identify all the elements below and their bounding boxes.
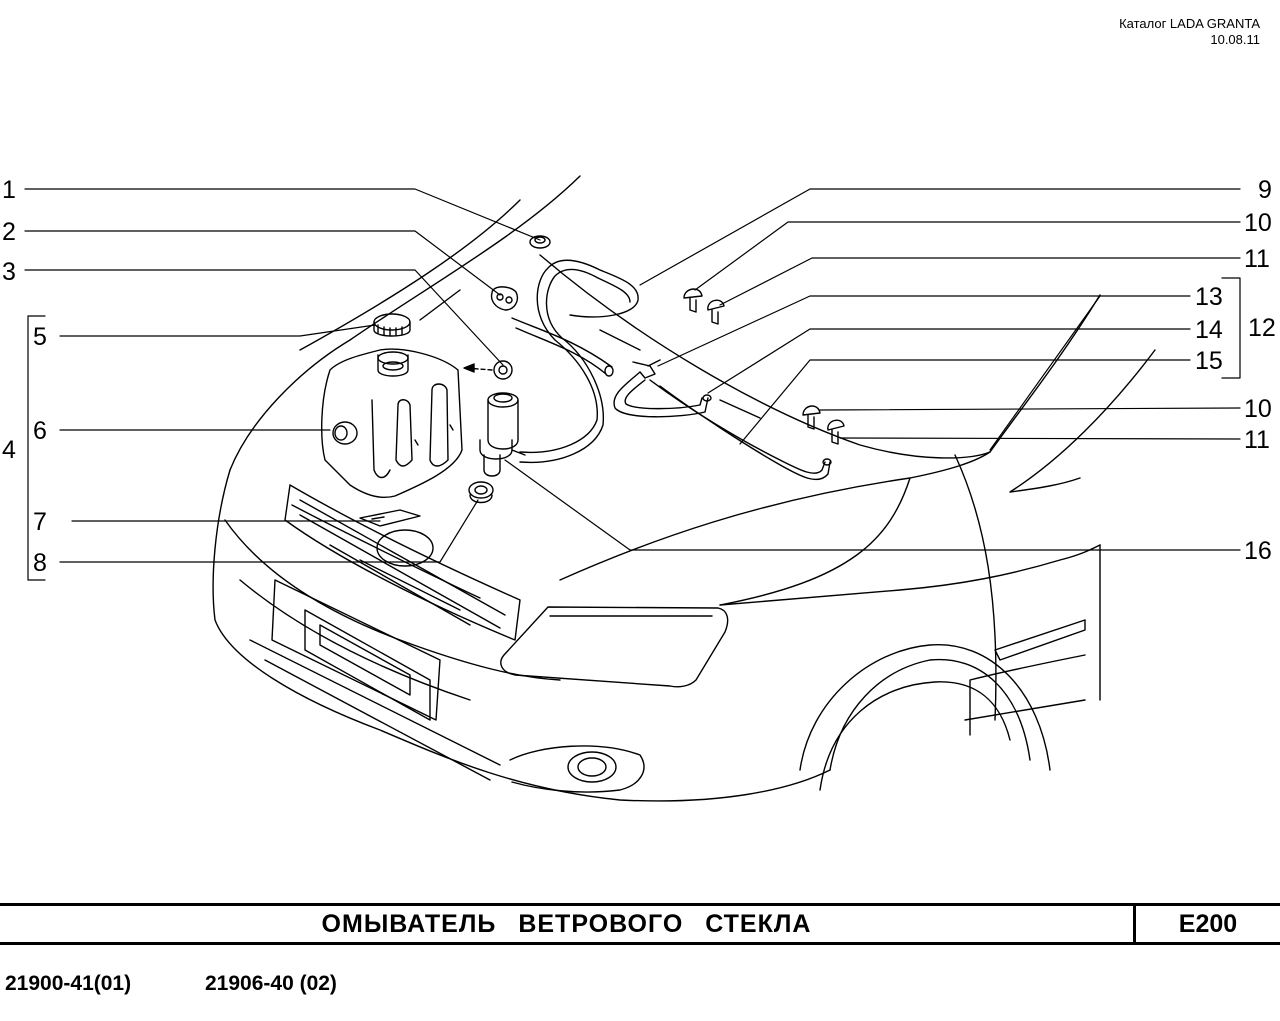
leader-lines	[24, 188, 1241, 581]
callout-12: 12	[1248, 314, 1276, 342]
washer-diagram: 1 2 3 4 5 6 7 8 9 10 11 12 13 14 15 10 1…	[2, 175, 1276, 802]
callout-6: 6	[33, 417, 47, 445]
callout-5: 5	[33, 323, 47, 351]
callout-11-top: 11	[1244, 245, 1270, 273]
callout-7: 7	[33, 508, 47, 536]
model-code-2: 21906-40 (02)	[205, 972, 337, 995]
callout-13: 13	[1195, 283, 1223, 311]
callout-2: 2	[2, 218, 16, 246]
washer-components	[321, 235, 845, 527]
model-code-1: 21900-41(01)	[5, 972, 132, 995]
catalog-date: 10.08.11	[1210, 32, 1260, 47]
callout-10-bottom: 10	[1244, 395, 1272, 423]
callout-14: 14	[1195, 316, 1223, 344]
callout-9: 9	[1258, 176, 1272, 204]
callout-16: 16	[1244, 537, 1272, 565]
callout-3: 3	[2, 258, 16, 286]
section-code: E200	[1133, 906, 1280, 942]
callout-15: 15	[1195, 347, 1223, 375]
callout-11-bottom: 11	[1244, 426, 1270, 454]
callout-1: 1	[2, 176, 16, 204]
callout-10-top: 10	[1244, 209, 1272, 237]
diagram-title: ОМЫВАТЕЛЬ ВЕТРОВОГО СТЕКЛА	[321, 910, 812, 938]
title-bar: ОМЫВАТЕЛЬ ВЕТРОВОГО СТЕКЛА E200	[0, 903, 1280, 945]
catalog-title: Каталог LADA GRANTA	[1119, 16, 1260, 31]
callout-numbers: 1 2 3 4 5 6 7 8 9 10 11 12 13 14 15 10 1…	[2, 176, 1276, 577]
callout-4: 4	[2, 436, 16, 464]
callout-8: 8	[33, 549, 47, 577]
